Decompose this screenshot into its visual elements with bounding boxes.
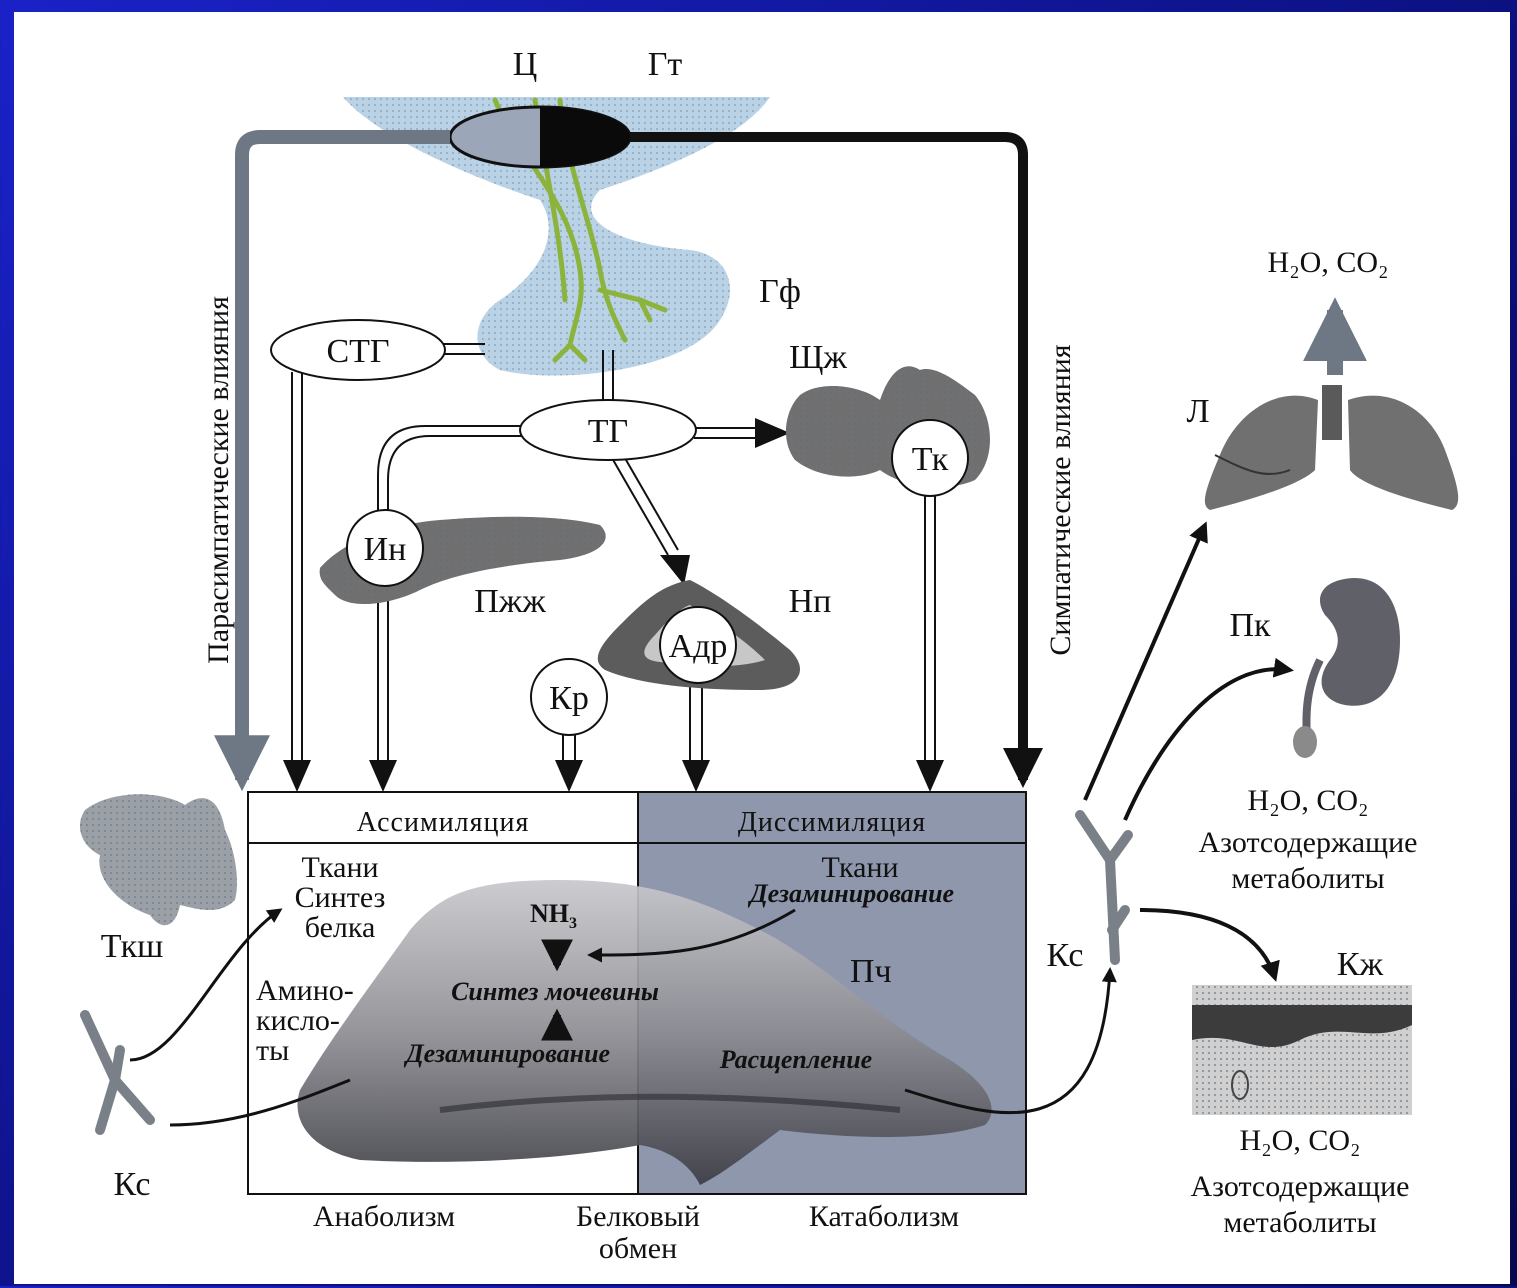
tk-label: Тк [912, 441, 949, 478]
kidney [1293, 578, 1400, 758]
synthesis-label: Синтез [295, 881, 386, 914]
protein-label: белка [305, 911, 376, 944]
skin [1192, 985, 1412, 1115]
adrenaline-label: Адр [669, 628, 728, 665]
thyroid-gland: Тк [786, 366, 990, 496]
kidney-metabolites-1: Азотсодержащие [1199, 826, 1418, 859]
pancreas: Ин [320, 510, 606, 604]
intestine-label: Ткш [101, 928, 164, 965]
kidney-output: H₂O, CO₂ [1248, 784, 1369, 817]
tg-node: ТГ [520, 400, 696, 460]
skin-output: H₂O, CO₂ [1240, 1124, 1361, 1157]
catabolism-label: Катаболизм [809, 1200, 959, 1233]
kidney-label: Пк [1229, 607, 1271, 644]
skin-metabolites-2: метаболиты [1223, 1206, 1376, 1239]
intestine-tissue [80, 794, 237, 925]
anabolism-label: Анаболизм [313, 1200, 455, 1233]
cortisol-label: Кр [549, 680, 589, 717]
pancreas-label: Пжж [474, 583, 546, 620]
amino-label-3: ты [256, 1034, 289, 1067]
skin-label: Кж [1337, 946, 1384, 983]
hypothalamus-label: Гт [648, 46, 683, 83]
skin-metabolites-1: Азотсодержащие [1191, 1170, 1410, 1203]
assimilation-label: Ассимиляция [357, 807, 530, 838]
hypothalamus-nucleus [450, 107, 630, 167]
deamination-bottom-label: Дезаминирование [404, 1039, 610, 1068]
urea-synthesis-label: Синтез мочевины [451, 977, 659, 1006]
splitting-label: Расщепление [719, 1045, 872, 1074]
amino-label-1: Амино- [256, 974, 354, 1007]
amino-label-2: кисло- [256, 1004, 340, 1037]
adrenal-label: Нп [789, 583, 832, 620]
lungs [1205, 385, 1458, 510]
vessel-left-label: Кс [114, 1166, 151, 1203]
adrenal-gland: Адр Кр [531, 580, 800, 735]
deamination-top-label: Дезаминирование [748, 879, 954, 908]
tissues-label: Ткани [301, 851, 378, 884]
vessel-left [85, 1015, 150, 1130]
insulin-label: Ин [364, 531, 407, 568]
parasympathetic-arrow [242, 137, 450, 780]
center-label: Ц [513, 46, 538, 83]
to-skin-arrow [1140, 910, 1275, 978]
lungs-label: Л [1186, 393, 1209, 430]
lungs-output: H₂O, CO₂ [1268, 246, 1389, 279]
stg-label: СТГ [326, 333, 389, 370]
pituitary-label: Гф [759, 273, 801, 310]
dissimilation-label: Диссимиляция [738, 807, 926, 838]
protein-exchange-label-1: Белковый [576, 1200, 700, 1233]
thyroid-label: Щж [789, 339, 847, 376]
diagram-slide: Ассимиляция Диссимиляция Ткани Синтез бе… [14, 12, 1510, 1284]
sympathetic-label: Симпатические влияния [1044, 344, 1077, 655]
neuroendocrine-diagram: Ассимиляция Диссимиляция Ткани Синтез бе… [14, 12, 1510, 1284]
vessel-right-label: Кс [1047, 937, 1084, 974]
tg-label: ТГ [588, 413, 628, 450]
protein-exchange-label-2: обмен [599, 1232, 677, 1265]
vessel-right [1080, 815, 1128, 960]
stg-node: СТГ [271, 320, 445, 380]
to-lungs-arrow [1085, 525, 1205, 800]
parasympathetic-label: Парасимпатические влияния [202, 296, 235, 664]
liver-label: Пч [850, 953, 892, 990]
kidney-metabolites-2: метаболиты [1231, 862, 1384, 895]
